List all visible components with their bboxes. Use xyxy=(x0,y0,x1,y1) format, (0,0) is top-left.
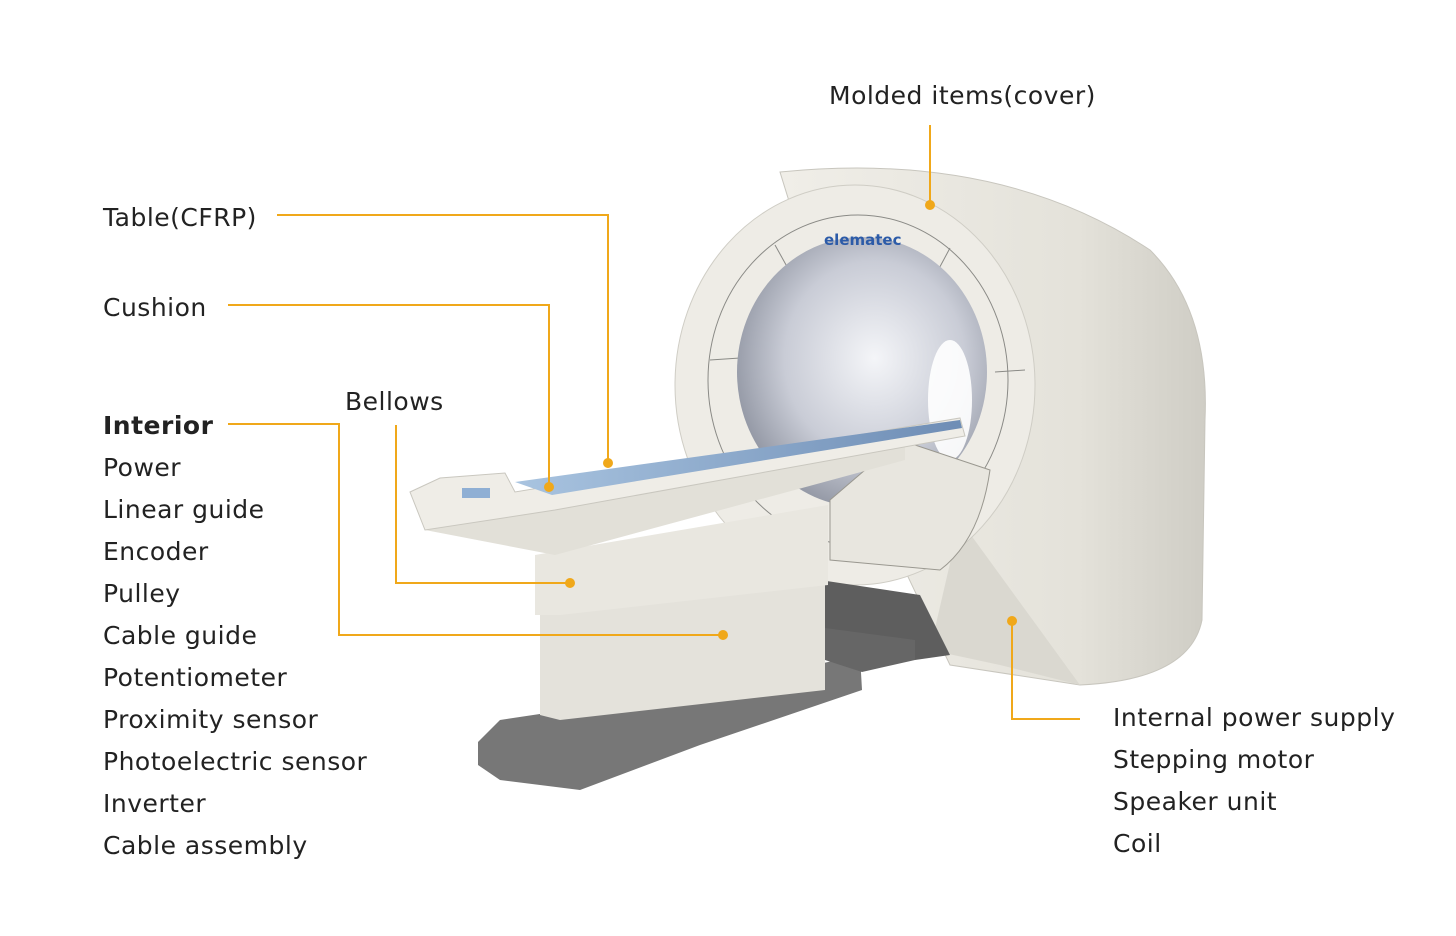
dot-bellows xyxy=(565,578,575,588)
internal-item: Stepping motor xyxy=(1113,745,1315,774)
table-pedestal xyxy=(535,505,828,720)
leader-dots xyxy=(544,200,1017,640)
dot-molded xyxy=(925,200,935,210)
label-table: Table(CFRP) xyxy=(103,203,257,232)
interior-item: Proximity sensor xyxy=(103,705,319,734)
leader-bellows xyxy=(395,425,570,584)
interior-item: Potentiometer xyxy=(103,663,288,692)
interior-item: Linear guide xyxy=(103,495,265,524)
dot-table xyxy=(603,458,613,468)
leader-cushion xyxy=(228,304,550,487)
internal-item: Coil xyxy=(1113,829,1162,858)
dot-internal xyxy=(1007,616,1017,626)
interior-item: Pulley xyxy=(103,579,181,608)
interior-item: Power xyxy=(103,453,182,482)
internal-item: Speaker unit xyxy=(1113,787,1278,816)
label-bellows: Bellows xyxy=(345,387,444,416)
interior-item: Cable assembly xyxy=(103,831,308,860)
internal-item: Internal power supply xyxy=(1113,703,1396,732)
label-interior-heading: Interior xyxy=(103,411,214,440)
leader-interior xyxy=(228,423,723,636)
interior-item: Cable guide xyxy=(103,621,258,650)
dot-interior xyxy=(718,630,728,640)
dot-cushion xyxy=(544,482,554,492)
leader-table xyxy=(277,214,609,463)
leader-internal xyxy=(1011,621,1080,720)
brand-logo: elematec xyxy=(824,231,901,249)
interior-item: Photoelectric sensor xyxy=(103,747,368,776)
leader-lines xyxy=(228,125,1080,720)
label-molded-items: Molded items(cover) xyxy=(829,81,1096,110)
interior-item: Inverter xyxy=(103,789,207,818)
patient-table xyxy=(409,417,966,555)
label-cushion: Cushion xyxy=(103,293,207,322)
interior-item: Encoder xyxy=(103,537,209,566)
